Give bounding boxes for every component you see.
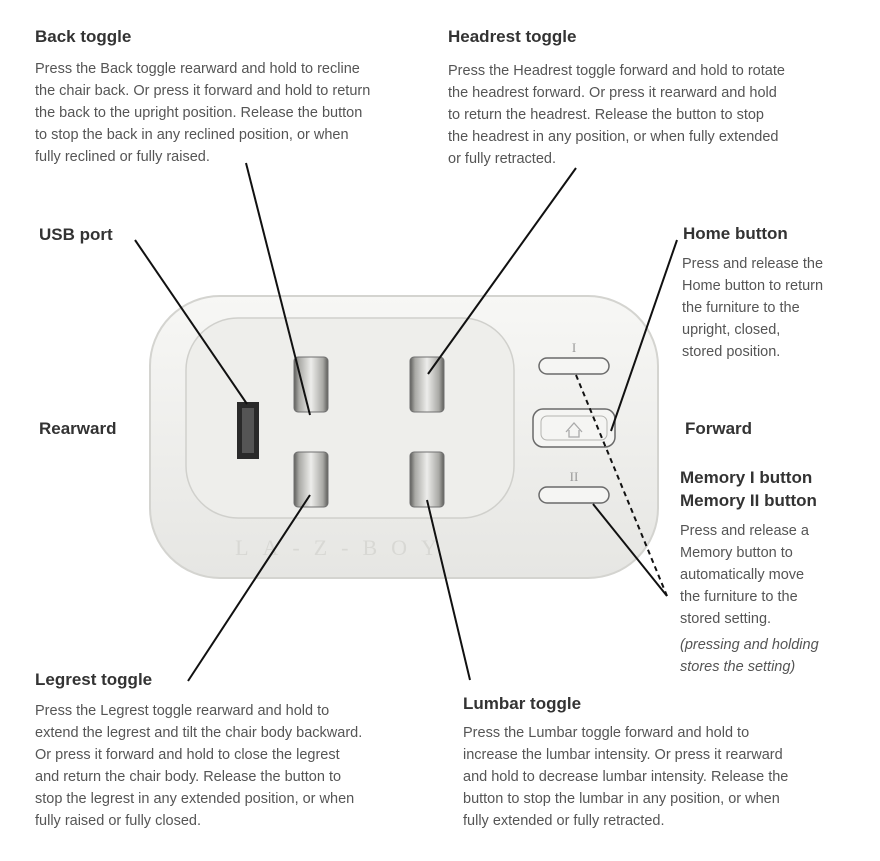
- forward-label: Forward: [685, 419, 753, 438]
- usb-port-title: USB port: [39, 225, 113, 244]
- legrest-leader: [187, 494, 311, 682]
- legrest-toggle-description: Press the Legrest toggle rearward and ho…: [35, 703, 363, 829]
- memory-one-mark: I: [572, 340, 576, 355]
- toggle-tray: [185, 317, 515, 519]
- lumbar-toggle-title: Lumbar toggle: [463, 694, 582, 713]
- memory-one-leader: [575, 374, 668, 597]
- memory-two-leader: [592, 503, 668, 597]
- back-leader: [245, 162, 311, 416]
- usb-leader: [134, 239, 248, 405]
- legrest-toggle-title: Legrest toggle: [35, 670, 153, 689]
- home-icon: [565, 422, 583, 438]
- memory-two-button: [538, 486, 610, 504]
- headrest-toggle-description: Press the Headrest toggle forward and ho…: [448, 63, 785, 167]
- back-toggle: [293, 356, 329, 413]
- memory-one-title: Memory I button: [680, 468, 813, 487]
- lumbar-toggle-description: Press the Lumbar toggle forward and hold…: [463, 725, 789, 829]
- back-toggle-title: Back toggle: [35, 27, 132, 46]
- home-leader: [610, 239, 678, 432]
- home-button: [532, 408, 616, 448]
- headrest-leader: [427, 167, 577, 375]
- leader-lines: [134, 162, 678, 682]
- home-button-title: Home button: [683, 224, 788, 243]
- lumbar-toggle: [409, 451, 445, 508]
- memory-note: (pressing and holding stores the setting…: [680, 637, 819, 675]
- headrest-toggle-title: Headrest toggle: [448, 27, 577, 46]
- home-button-description: Press and release the Home button to ret…: [682, 256, 824, 360]
- legrest-toggle: [293, 451, 329, 508]
- usb-port: [237, 402, 259, 459]
- lumbar-leader: [426, 499, 471, 681]
- back-toggle-description: Press the Back toggle rearward and hold …: [35, 61, 371, 165]
- memory-description: Press and release a Memory button to aut…: [680, 523, 809, 627]
- headrest-toggle: [409, 356, 445, 413]
- home-button-inset: [540, 415, 608, 441]
- memory-two-mark: II: [570, 469, 579, 484]
- memory-one-button: [538, 357, 610, 375]
- memory-two-title: Memory II button: [680, 491, 817, 510]
- rearward-label: Rearward: [39, 419, 117, 438]
- brand-logo: LA-Z-BOY: [235, 535, 451, 560]
